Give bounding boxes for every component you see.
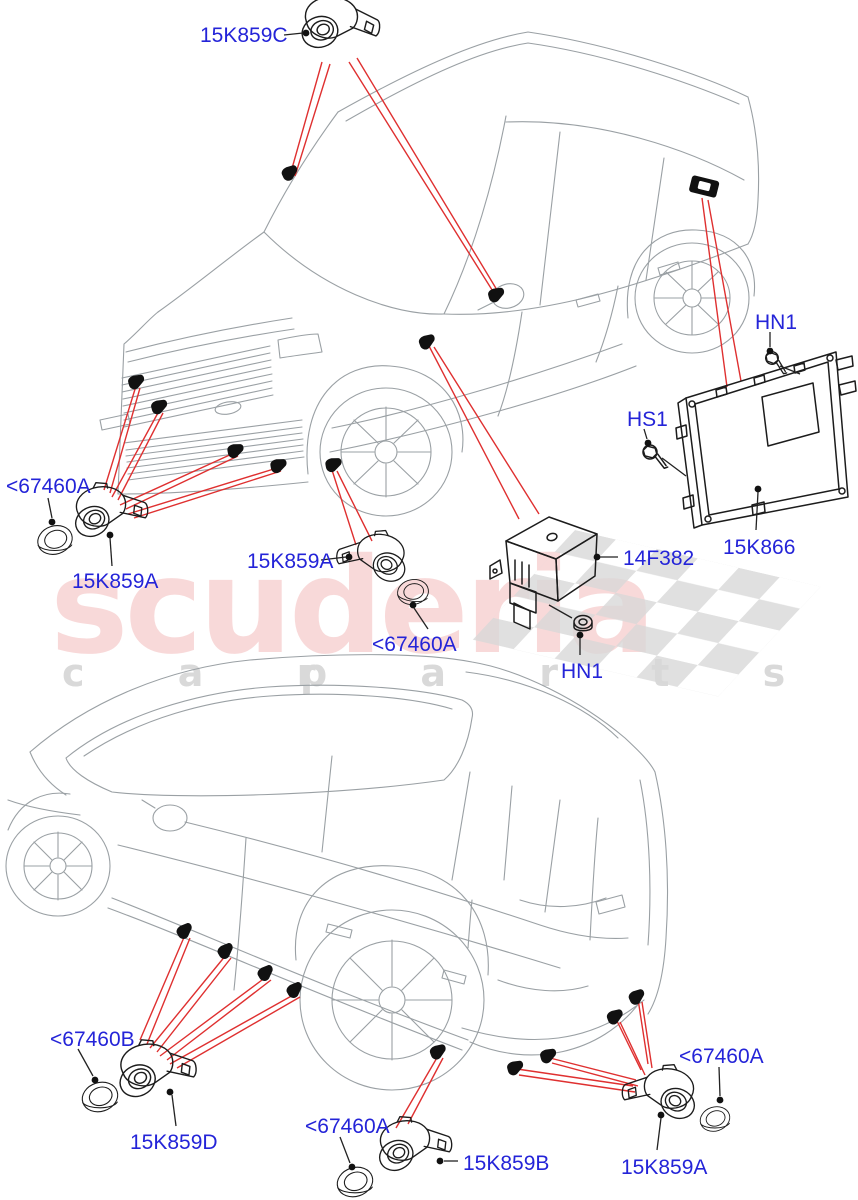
sensor-bezel-rear-left <box>77 1077 123 1117</box>
label-rear-bezel-right: <67460A <box>679 1045 764 1068</box>
label-leader-lines <box>47 29 774 1171</box>
label-front-bezel-left: <67460A <box>6 475 91 498</box>
label-rear-sensor-middle: 15K859B <box>463 1152 549 1175</box>
label-rear-bezel-middle: <67460A <box>305 1115 390 1138</box>
label-top-sensor: 15K859C <box>200 24 288 47</box>
sensor-bezel-rear-right <box>696 1102 734 1136</box>
label-bracket-screw: HS1 <box>627 408 668 431</box>
label-rear-bezel-left: <67460B <box>50 1028 135 1051</box>
bracket-screw-drawing <box>639 442 673 470</box>
label-rear-sensor-right: 15K859A <box>621 1156 707 1179</box>
label-radar-bracket: 15K866 <box>723 536 795 559</box>
mounting-point-markers <box>126 163 720 1077</box>
watermark: scuderia c a r p a r t s <box>50 530 821 697</box>
vehicle-top-front-view <box>99 31 760 517</box>
label-front-sensor-left: 15K859A <box>72 570 158 593</box>
part-labels: 15K859C <67460A 15K859A 15K859A <67460A … <box>6 24 797 1179</box>
part-drawings <box>33 0 857 1200</box>
label-module-nut: HN1 <box>561 660 603 683</box>
radar-bracket-drawing <box>661 351 857 529</box>
control-module-drawing <box>489 516 598 630</box>
bracket-nut-screw-drawing <box>761 349 793 376</box>
vehicle-bottom-rear-view <box>5 654 669 1091</box>
label-front-sensor-middle: 15K859A <box>247 550 333 573</box>
label-control-module: 14F382 <box>623 547 694 570</box>
red-leader-lines <box>103 57 742 1129</box>
label-rear-sensor-left: 15K859D <box>130 1131 218 1154</box>
checkered-flag-decoration <box>472 530 821 697</box>
label-bracket-nut: HN1 <box>755 311 797 334</box>
label-front-bezel-middle: <67460A <box>372 633 457 656</box>
rear-radar-badge-marker <box>689 175 720 198</box>
